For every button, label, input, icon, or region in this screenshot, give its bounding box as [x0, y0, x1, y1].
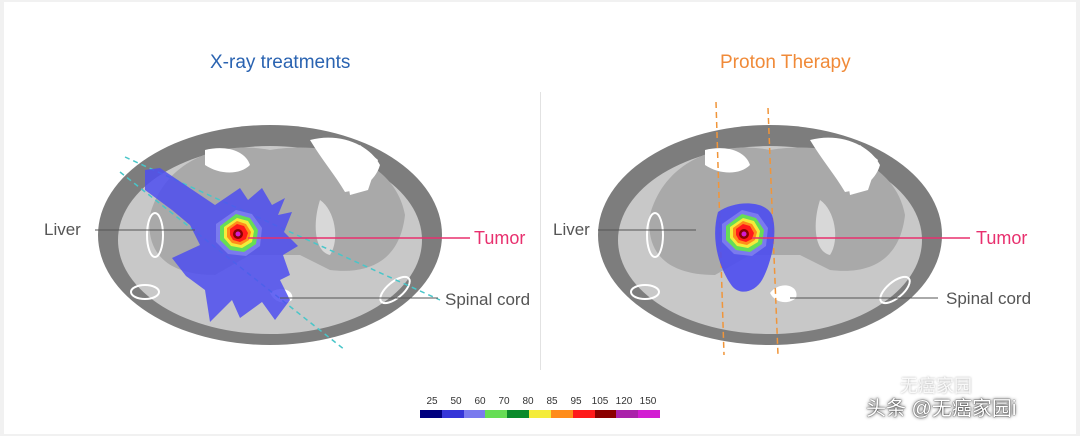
- legend-color-swatch: [594, 410, 617, 418]
- xray-spinal-cord-label: Spinal cord: [445, 290, 531, 309]
- legend-ticks: 25 50 60 70 80 85 95 105 120 150: [420, 396, 660, 408]
- proton-organ-light: [815, 200, 836, 255]
- legend-tick-label: 80: [522, 396, 534, 407]
- panel-divider: [540, 92, 541, 370]
- proton-spinal-cord-label: Spinal cord: [946, 289, 1032, 308]
- legend-color-swatch: [441, 410, 464, 418]
- legend-tick-label: 95: [570, 396, 582, 407]
- legend-tick-label: 150: [639, 396, 657, 407]
- legend-tick-label: 50: [450, 396, 462, 407]
- legend-color-swatch: [572, 410, 595, 418]
- proton-tumor-label: Tumor: [976, 228, 1028, 248]
- legend-tick-label: 60: [474, 396, 486, 407]
- legend-tick-label: 70: [498, 396, 510, 407]
- xray-organ-light: [315, 200, 336, 255]
- proton-air-pocket: [705, 148, 750, 173]
- proton-rib-2: [879, 275, 911, 305]
- legend-color-swatch: [485, 410, 508, 418]
- legend-tick-label: 25: [426, 396, 438, 407]
- xray-lung-right: [345, 145, 378, 195]
- xray-tumor-label: Tumor: [474, 228, 526, 248]
- xray-rib-2: [379, 275, 411, 305]
- legend-color-swatch: [507, 410, 530, 418]
- xray-beam-lower: [119, 171, 346, 351]
- proton-spine: [770, 285, 797, 303]
- watermark-text: 头条 @无癌家园i: [866, 398, 1017, 420]
- proton-liver-label: Liver: [553, 220, 590, 239]
- proton-lung-right: [845, 145, 878, 195]
- legend-color-swatch: [638, 410, 660, 418]
- proton-rib-1: [646, 212, 664, 258]
- legend-tick-label: 120: [615, 396, 633, 407]
- xray-dose-150: [235, 231, 241, 237]
- legend-colorbar: [420, 410, 660, 418]
- proton-dose-distribution: [715, 203, 775, 292]
- proton-panel-title: Proton Therapy: [720, 52, 851, 73]
- watermark-logo-text: 无癌家园: [900, 376, 972, 396]
- xray-dose-distribution: [145, 168, 298, 322]
- legend-color-swatch: [550, 410, 573, 418]
- legend-color-swatch: [463, 410, 486, 418]
- xray-liver-label: Liver: [44, 220, 81, 239]
- dose-legend: 25 50 60 70 80 85 95 105 120 150: [420, 396, 660, 422]
- xray-panel-title: X-ray treatments: [210, 52, 351, 73]
- proton-dose-150: [741, 231, 747, 237]
- legend-tick-label: 85: [546, 396, 558, 407]
- xray-rib-1: [146, 212, 164, 258]
- legend-color-swatch: [420, 410, 442, 418]
- legend-color-swatch: [529, 410, 551, 418]
- legend-color-swatch: [616, 410, 639, 418]
- legend-tick-label: 105: [591, 396, 609, 407]
- proton-beam-left: [715, 101, 725, 356]
- xray-air-pocket: [205, 148, 250, 173]
- xray-rib-3: [130, 284, 160, 300]
- proton-rib-3: [630, 284, 660, 300]
